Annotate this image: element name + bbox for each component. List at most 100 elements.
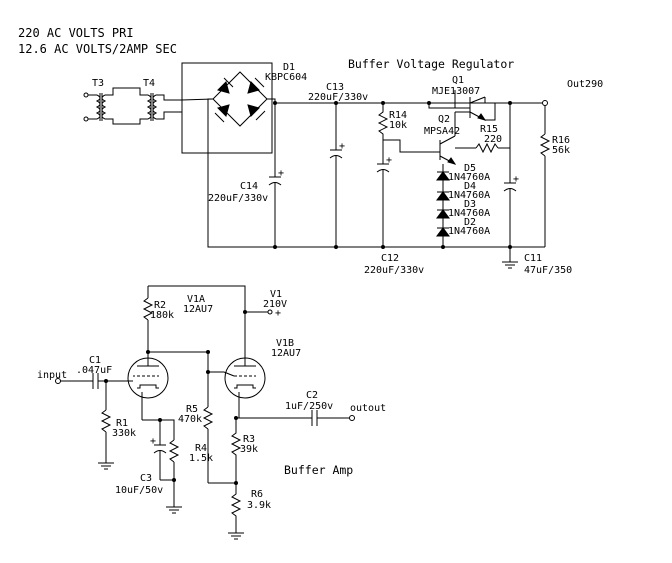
label-v1a: V1A [187,294,205,305]
svg-text:+: + [386,155,392,166]
label-v1b-part: 12AU7 [271,348,301,359]
transformer-t4 [146,93,158,121]
capacitor-c3: + [150,420,167,480]
label-v1a-part: 12AU7 [183,304,213,315]
label-r1: R1 [116,418,128,429]
label-r6: R6 [251,489,263,500]
resistor-r2 [142,286,154,352]
label-out290: Out290 [567,79,603,90]
label-c13: C13 [326,82,344,93]
ground-symbol-cathode [166,506,182,514]
label-t3: T3 [92,78,104,89]
supply-terminal-v1 [267,309,273,315]
label-r15-val: 220 [484,134,502,145]
label-r4: R4 [195,443,207,454]
label-d5: D5 [464,163,476,174]
label-c1-val: .047uF [76,365,112,376]
capacitor-c14: + [268,103,284,247]
label-d2: D2 [464,217,476,228]
ground-symbol-r1 [98,462,114,470]
label-r5-val: 470k [178,414,202,425]
resistor-r1 [100,381,112,463]
resistor-r6 [230,483,242,533]
label-r6-val: 3.9k [247,500,271,511]
label-r14: R14 [389,110,407,121]
label-v1-val: 210V [263,299,287,310]
svg-text:+: + [275,308,281,319]
buffer-amp-title: Buffer Amp [284,463,353,477]
label-q1-part: MJE13007 [432,86,480,97]
label-c12: C12 [381,253,399,264]
tube-v1b [223,312,266,418]
resistor-r5 [202,372,214,483]
resistor-r3 [230,427,242,483]
svg-text:+: + [339,141,345,152]
label-d1: D1 [283,62,295,73]
label-d1-part: KBPC604 [265,72,307,83]
output-terminal-out290 [542,100,548,106]
regulator-title: Buffer Voltage Regulator [348,57,514,71]
svg-text:+: + [513,174,519,185]
label-c2-val: 1uF/250v [285,401,333,412]
label-r3-val: 39k [240,444,258,455]
label-r14-val: 10k [389,120,407,131]
label-c12-val: 220uF/330v [364,265,424,276]
label-output: outout [350,403,386,414]
resistor-r14 [377,103,389,140]
transistor-q1 [428,90,487,121]
label-d2-part: 1N4760A [448,226,490,237]
resistor-r15 [455,142,510,154]
label-t4: T4 [143,78,155,89]
zener-diode-d3 [436,209,450,228]
label-c2: C2 [306,390,318,401]
capacitor-c13: + [329,103,345,247]
ground-symbol-r6 [228,532,244,540]
label-d4-part: 1N4760A [448,190,490,201]
label-c11-val: 47uF/350 [524,265,572,276]
capacitor-c2 [311,410,318,426]
label-r2: R2 [154,300,166,311]
tube-v1a [127,352,169,420]
bridge-rectifier-d1 [181,62,273,154]
label-input: input [37,370,67,381]
capacitor-c12: + [376,140,392,247]
header-line-1: 220 AC VOLTS PRI [18,26,134,40]
label-r5: R5 [186,404,198,415]
label-r3: R3 [243,434,255,445]
resistor-r16 [539,103,551,247]
label-c3: C3 [140,473,152,484]
label-d5-part: 1N4760A [448,172,490,183]
label-c14: C14 [240,181,258,192]
label-v1: V1 [270,289,282,300]
label-r1-val: 330k [112,428,136,439]
transformer-t3 [83,92,107,122]
label-d3: D3 [464,199,476,210]
label-q2: Q2 [438,114,450,125]
label-r2-val: 180k [150,310,174,321]
zener-diode-d2 [436,227,450,247]
ground-symbol-regulator [502,247,518,269]
resistor-r4 [168,439,180,480]
label-r15: R15 [480,124,498,135]
zener-diode-d5 [436,171,450,192]
zener-diode-d4 [436,191,450,210]
label-c1: C1 [89,355,101,366]
label-r16: R16 [552,135,570,146]
label-v1b: V1B [276,338,294,349]
header-line-2: 12.6 AC VOLTS/2AMP SEC [18,42,177,56]
label-c13-val: 220uF/330v [308,92,368,103]
label-d3-part: 1N4760A [448,208,490,219]
label-c3-val: 10uF/50v [115,485,163,496]
label-q2-part: MPSA42 [424,126,460,137]
label-q1: Q1 [452,75,464,86]
label-r4-val: 1.5k [189,453,213,464]
label-c11: C11 [524,253,542,264]
label-r16-val: 56k [552,145,570,156]
svg-text:+: + [278,168,284,179]
transistor-q2 [439,111,470,165]
svg-text:+: + [150,436,156,447]
label-d4: D4 [464,181,476,192]
capacitor-c11: + [503,103,519,247]
label-c14-val: 220uF/330v [208,193,268,204]
